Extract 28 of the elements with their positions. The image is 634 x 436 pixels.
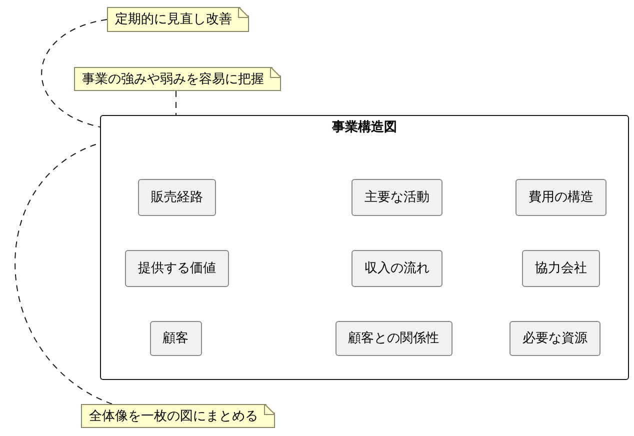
component-box bbox=[516, 179, 606, 216]
node-label: 顧客との関係性 bbox=[348, 331, 439, 346]
component-box bbox=[510, 321, 600, 356]
node-label: 顧客 bbox=[162, 331, 188, 346]
group-frame bbox=[100, 115, 629, 380]
note bbox=[107, 7, 249, 32]
component-box bbox=[335, 321, 452, 356]
component-box bbox=[138, 179, 216, 216]
component-box bbox=[150, 321, 202, 356]
node-label: 必要な資源 bbox=[522, 331, 588, 346]
node-label: 収入の流れ bbox=[364, 261, 430, 276]
node-label: 主要な活動 bbox=[364, 190, 430, 205]
component-box bbox=[352, 179, 442, 216]
note-text: 全体像を一枚の図にまとめる bbox=[89, 408, 258, 424]
connector-line bbox=[14, 142, 112, 404]
frame-title: 事業構造図 bbox=[332, 120, 397, 135]
node-label: 費用の構造 bbox=[528, 190, 594, 205]
component-box bbox=[522, 250, 600, 287]
component-box bbox=[125, 250, 229, 287]
node-label: 提供する価値 bbox=[138, 261, 216, 276]
connector-line bbox=[41, 19, 108, 128]
node-label: 協力会社 bbox=[535, 261, 587, 276]
note bbox=[81, 404, 275, 428]
node-label: 販売経路 bbox=[151, 190, 203, 205]
component-box bbox=[352, 250, 442, 287]
note-text: 定期的に見直し改善 bbox=[115, 12, 232, 27]
note bbox=[74, 67, 281, 91]
note-text: 事業の強みや弱みを容易に把握 bbox=[82, 72, 264, 86]
